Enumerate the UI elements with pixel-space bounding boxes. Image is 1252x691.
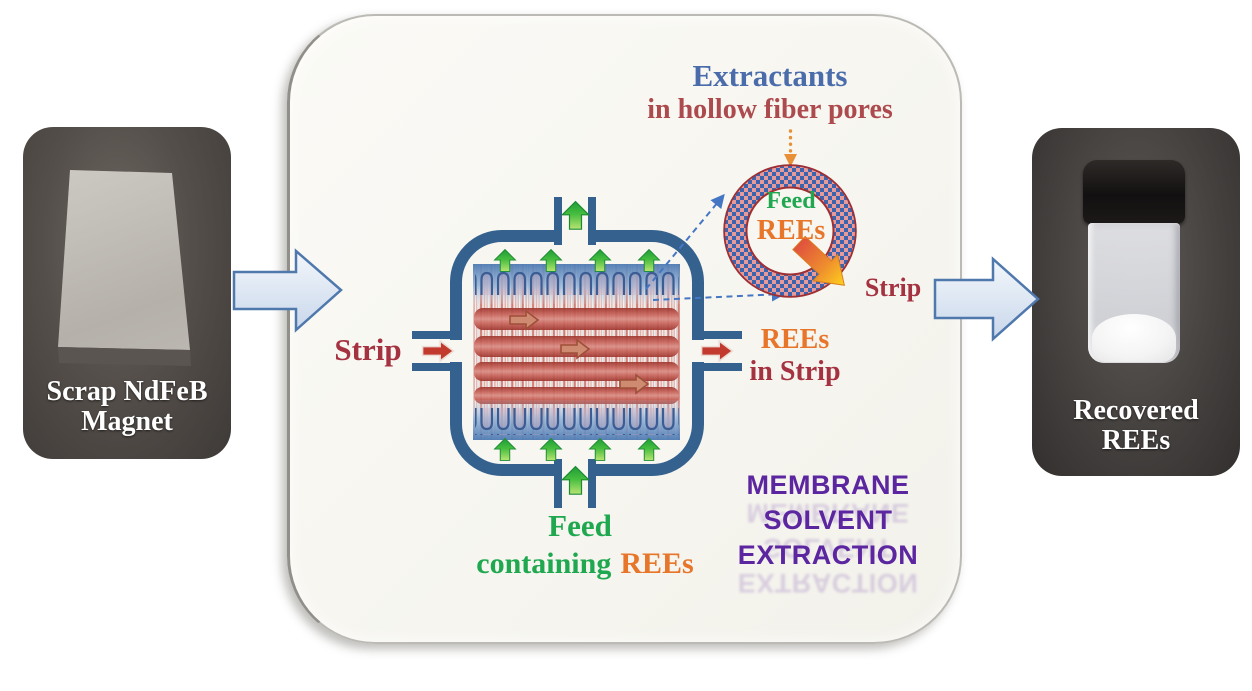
ring-feed-label: Feed xyxy=(766,188,816,214)
module-pipes xyxy=(412,197,742,508)
extractants-title: Extractants xyxy=(692,58,848,93)
scrap-magnet-photo: Scrap NdFeB Magnet xyxy=(23,127,231,459)
right-photo-caption-line2: REEs xyxy=(1101,425,1171,456)
magnet-slab-side xyxy=(58,347,191,366)
process-title-line2: SOLVENT SOLVENT xyxy=(763,505,893,563)
strip-inlet-label: Strip xyxy=(334,332,402,367)
membrane-module xyxy=(412,197,742,508)
rees-outlet-label-line2: in Strip xyxy=(749,356,841,387)
right-photo-caption-line1: Recovered xyxy=(1073,395,1199,426)
fiber-bundle xyxy=(473,264,680,440)
magnet-slab xyxy=(58,170,190,350)
recovered-rees-photo: Recovered REEs xyxy=(1032,128,1240,476)
flow-arrow-right xyxy=(933,256,1040,342)
process-title: MEMBRANE MEMBRANE SOLVENT SOLVENT EXTRAC… xyxy=(700,470,956,598)
process-title-line1: MEMBRANE MEMBRANE xyxy=(746,470,910,528)
hollow-fiber-cross-section xyxy=(723,164,857,298)
process-title-line3: EXTRACTION EXTRACTION xyxy=(737,540,919,598)
pores-subtitle: in hollow fiber pores xyxy=(647,94,893,125)
flow-arrow-left xyxy=(232,248,343,333)
left-photo-caption-line2: Magnet xyxy=(81,406,173,437)
left-photo-caption-line1: Scrap NdFeB xyxy=(46,376,208,407)
containing-text: containing xyxy=(476,547,612,580)
vial-powder xyxy=(1092,314,1176,362)
ring-rees-label: REEs xyxy=(756,215,826,246)
pores-pointer-arrow xyxy=(784,129,797,167)
ring-strip-label: Strip xyxy=(864,273,922,302)
feed-inlet-label: Feed xyxy=(548,508,612,543)
callout-dashed-arrows xyxy=(645,193,786,302)
rees-outlet-label-line1: REEs xyxy=(760,324,830,355)
containing-rees-text: REEs xyxy=(620,547,694,580)
ring-strip-arrow xyxy=(792,235,845,286)
vial-cap xyxy=(1083,160,1185,224)
